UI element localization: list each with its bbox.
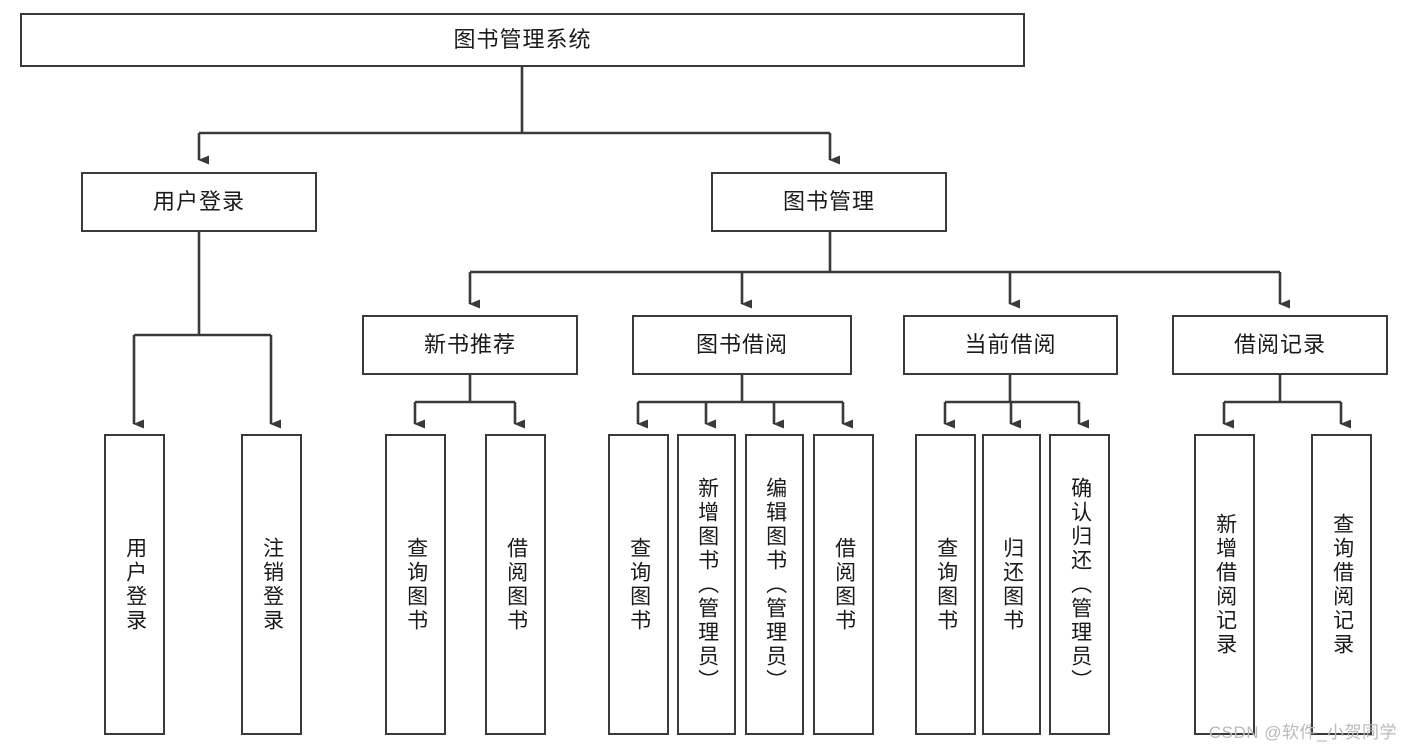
node-leaf-query-book-1[interactable]: 查询图书 (385, 434, 446, 735)
node-leaf-edit-book[interactable]: 编辑图书（管理员） (745, 434, 804, 735)
node-leaf-query-book-2-label: 查询图书 (627, 536, 651, 633)
node-leaf-edit-book-label: 编辑图书（管理员） (763, 476, 787, 693)
node-leaf-confirm-return-label: 确认归还（管理员） (1068, 476, 1092, 693)
csdn-watermark: CSDN @软件_小贺同学 (1208, 723, 1397, 742)
node-root[interactable]: 图书管理系统 (20, 13, 1025, 67)
node-root-label: 图书管理系统 (453, 26, 592, 52)
node-borrow-record-label: 借阅记录 (1233, 331, 1326, 357)
node-leaf-add-book[interactable]: 新增图书（管理员） (677, 434, 736, 735)
node-leaf-query-book-3[interactable]: 查询图书 (915, 434, 976, 735)
node-leaf-borrow-book-1[interactable]: 借阅图书 (485, 434, 546, 735)
node-book-management-label: 图书管理 (782, 188, 875, 214)
node-current-borrow[interactable]: 当前借阅 (903, 315, 1118, 375)
node-leaf-borrow-book-1-label: 借阅图书 (504, 536, 528, 633)
node-leaf-return-book[interactable]: 归还图书 (982, 434, 1041, 735)
node-leaf-add-book-label: 新增图书（管理员） (695, 476, 719, 693)
node-leaf-user-logout-label: 注销登录 (260, 536, 284, 633)
node-leaf-query-book-2[interactable]: 查询图书 (608, 434, 669, 735)
node-book-borrow-label: 图书借阅 (695, 331, 788, 357)
node-current-borrow-label: 当前借阅 (964, 331, 1057, 357)
node-book-borrow[interactable]: 图书借阅 (632, 315, 852, 375)
node-leaf-query-book-1-label: 查询图书 (404, 536, 428, 633)
node-leaf-borrow-book-2-label: 借阅图书 (832, 536, 856, 633)
node-leaf-query-record-label: 查询借阅记录 (1330, 512, 1354, 657)
node-borrow-record[interactable]: 借阅记录 (1172, 315, 1388, 375)
node-leaf-add-record[interactable]: 新增借阅记录 (1194, 434, 1255, 735)
node-leaf-query-record[interactable]: 查询借阅记录 (1311, 434, 1372, 735)
node-leaf-return-book-label: 归还图书 (1000, 536, 1024, 633)
node-leaf-user-logout[interactable]: 注销登录 (241, 434, 302, 735)
node-leaf-borrow-book-2[interactable]: 借阅图书 (813, 434, 874, 735)
node-new-book-recommend[interactable]: 新书推荐 (362, 315, 578, 375)
node-user-login-label: 用户登录 (152, 188, 245, 214)
node-leaf-confirm-return[interactable]: 确认归还（管理员） (1049, 434, 1110, 735)
node-leaf-add-record-label: 新增借阅记录 (1213, 512, 1237, 657)
node-user-login[interactable]: 用户登录 (81, 172, 317, 232)
node-leaf-user-login[interactable]: 用户登录 (104, 434, 165, 735)
node-book-management[interactable]: 图书管理 (711, 172, 947, 232)
node-new-book-recommend-label: 新书推荐 (423, 331, 516, 357)
node-leaf-query-book-3-label: 查询图书 (934, 536, 958, 633)
node-leaf-user-login-label: 用户登录 (123, 536, 147, 633)
